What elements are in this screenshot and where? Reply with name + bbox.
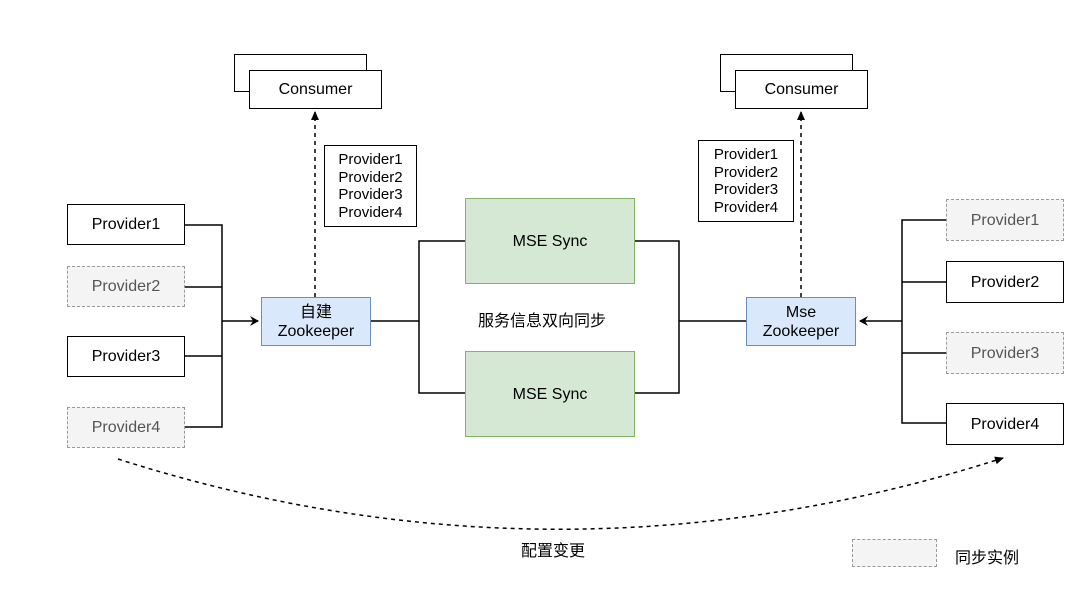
left-provider-connector — [185, 224, 223, 428]
left-consumer-label: Consumer — [278, 81, 353, 98]
legend-label: 同步实例 — [955, 550, 1020, 567]
config-change-label: 配置变更 — [521, 543, 586, 560]
provider-label: Provider1 — [91, 216, 161, 233]
left-consumer-box: Consumer — [249, 70, 382, 109]
provider-label: Provider1 — [970, 211, 1040, 229]
provider-label: Provider2 — [970, 273, 1040, 291]
right-sync-connector — [635, 240, 746, 394]
list-item: Provider2 — [713, 163, 779, 181]
list-item: Provider4 — [713, 198, 779, 216]
sync-label: MSE Sync — [512, 385, 588, 403]
mse-sync-bottom: MSE Sync — [465, 351, 635, 437]
right-provider-3: Provider3 — [946, 332, 1064, 374]
right-provider-2: Provider2 — [946, 261, 1064, 303]
list-item: Provider4 — [338, 203, 403, 221]
provider-label: Provider4 — [91, 419, 161, 436]
zookeeper-line1: 自建 — [299, 303, 332, 321]
right-provider-connector — [901, 219, 946, 424]
sync-label: MSE Sync — [512, 232, 588, 250]
provider-label: Provider4 — [970, 415, 1040, 433]
left-provider-4: Provider4 — [67, 407, 185, 448]
list-item: Provider3 — [338, 186, 403, 203]
list-item: Provider1 — [338, 151, 403, 168]
left-provider-1: Provider1 — [67, 204, 185, 245]
right-registry-list: Provider1 Provider2 Provider3 Provider4 — [698, 140, 794, 222]
config-change-arrow — [117, 456, 1004, 530]
provider-label: Provider3 — [970, 344, 1040, 362]
sync-caption: 服务信息双向同步 — [478, 313, 607, 330]
left-provider-3: Provider3 — [67, 336, 185, 377]
right-provider-1: Provider1 — [946, 199, 1064, 241]
mse-sync-top: MSE Sync — [465, 198, 635, 284]
right-consumer-box: Consumer — [735, 70, 868, 109]
left-zookeeper-node: 自建 Zookeeper — [261, 297, 371, 346]
zookeeper-line1: Mse — [785, 303, 817, 321]
list-item: Provider3 — [713, 181, 779, 198]
provider-label: Provider2 — [91, 278, 161, 295]
left-registry-list: Provider1 Provider2 Provider3 Provider4 — [324, 145, 417, 227]
right-provider-4: Provider4 — [946, 403, 1064, 445]
left-sync-connector — [371, 240, 465, 394]
right-consumer-label: Consumer — [764, 81, 839, 98]
left-provider-2: Provider2 — [67, 266, 185, 307]
provider-label: Provider3 — [91, 348, 161, 365]
list-item: Provider1 — [713, 146, 779, 163]
zookeeper-line2: Zookeeper — [277, 322, 355, 340]
right-zookeeper-node: Mse Zookeeper — [746, 297, 856, 346]
list-item: Provider2 — [338, 168, 403, 186]
legend-swatch — [852, 539, 937, 567]
zookeeper-line2: Zookeeper — [762, 322, 840, 340]
